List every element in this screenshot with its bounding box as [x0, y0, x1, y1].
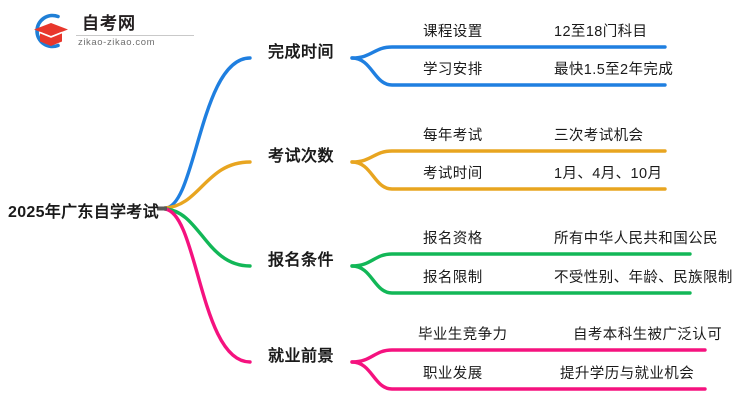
leaf-key-1-2: 学习安排 — [423, 62, 483, 78]
leaf-key-3-2: 报名限制 — [423, 270, 483, 286]
logo-title: 自考网 — [82, 14, 136, 33]
branch-node-4: 就业前景 — [268, 348, 335, 365]
leaf-value-4-2: 提升学历与就业机会 — [560, 366, 695, 382]
connector-branch-3 — [163, 207, 692, 295]
leaf-value-2-1: 三次考试机会 — [554, 128, 644, 144]
leaf-value-2-2: 1月、4月、10月 — [554, 166, 663, 182]
logo-divider — [76, 35, 194, 36]
leaf-key-4-1: 毕业生竞争力 — [418, 327, 508, 343]
zikao-logo-icon — [28, 11, 74, 51]
connector-branch-1 — [163, 45, 667, 210]
leaf-value-3-1: 所有中华人民共和国公民 — [554, 231, 718, 247]
root-node: 2025年广东自学考试 — [8, 204, 159, 221]
site-logo: 自考网 zikao-zikao.com — [28, 11, 194, 51]
leaf-key-2-1: 每年考试 — [423, 128, 483, 144]
leaf-key-1-1: 课程设置 — [423, 24, 483, 40]
branch-node-1: 完成时间 — [268, 44, 335, 61]
connector-branch-4 — [163, 207, 707, 391]
logo-domain: zikao-zikao.com — [78, 37, 156, 48]
leaf-key-2-2: 考试时间 — [423, 166, 483, 182]
leaf-key-3-1: 报名资格 — [423, 231, 483, 247]
leaf-key-4-2: 职业发展 — [423, 366, 483, 382]
connector-branch-2 — [163, 149, 667, 210]
leaf-value-1-1: 12至18门科目 — [554, 24, 648, 40]
leaf-value-3-2: 不受性别、年龄、民族限制 — [554, 270, 733, 286]
branch-node-3: 报名条件 — [268, 252, 335, 269]
branch-node-2: 考试次数 — [268, 148, 335, 165]
leaf-value-1-2: 最快1.5至2年完成 — [554, 62, 674, 78]
leaf-value-4-1: 自考本科生被广泛认可 — [573, 327, 722, 343]
